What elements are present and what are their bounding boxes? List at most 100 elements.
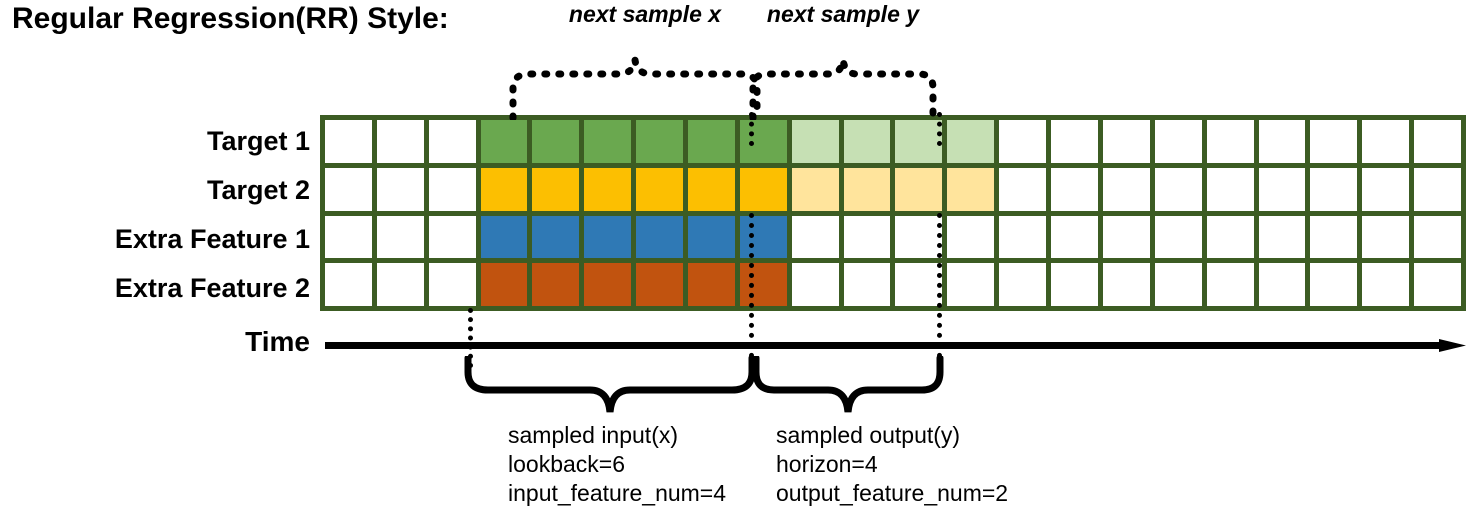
grid-cell [1310, 167, 1358, 211]
grid-cell [739, 215, 787, 259]
grid-cell [428, 120, 476, 163]
caption-sampled-input: sampled input(x) lookback=6 input_featur… [508, 421, 726, 508]
grid-cell [636, 167, 684, 211]
grid-cell [1414, 263, 1461, 306]
grid-cell [325, 120, 372, 163]
page-title: Regular Regression(RR) Style: [12, 2, 449, 35]
grid-cell [791, 120, 839, 163]
caption-output-line1: sampled output(y) [776, 422, 961, 448]
grid-cell [1102, 120, 1150, 163]
grid-cell [376, 167, 424, 211]
grid-cell [1206, 215, 1254, 259]
grid-cell [1206, 263, 1254, 306]
grid-cell [1154, 215, 1202, 259]
grid-cell [584, 263, 632, 306]
grid-cell [1051, 263, 1098, 306]
grid-cell [532, 215, 580, 259]
grid-cell [1258, 215, 1306, 259]
brace-next-sample-x [509, 59, 761, 120]
grid-cell [843, 167, 891, 211]
grid-cell [739, 167, 787, 211]
time-axis-arrow [325, 339, 1466, 352]
grid-cell [843, 215, 891, 259]
grid-cell [895, 263, 943, 306]
row-label-extra-feature-1: Extra Feature 1 [114, 224, 310, 254]
grid-cell [1362, 263, 1410, 306]
grid-cell [1206, 167, 1254, 211]
grid-cell [636, 215, 684, 259]
guide-output-end-mid [937, 213, 942, 368]
row-label-extra-feature-2: Extra Feature 2 [114, 273, 310, 303]
grid-cell [999, 263, 1047, 306]
grid-cell [739, 263, 787, 306]
guide-input-start [468, 308, 473, 368]
grid-cell [688, 215, 735, 259]
grid-cell [480, 215, 528, 259]
grid-cell [480, 167, 528, 211]
grid-cell [428, 215, 476, 259]
grid-cell [636, 120, 684, 163]
grid-cell [1102, 263, 1150, 306]
time-axis-label: Time [245, 326, 310, 357]
grid-cell [843, 120, 891, 163]
grid-cell [1310, 120, 1358, 163]
grid-cell [376, 215, 424, 259]
caption-input-line1: sampled input(x) [508, 422, 679, 448]
brace-next-sample-y [749, 59, 937, 120]
grid-cell [1154, 120, 1202, 163]
grid-cell [739, 120, 787, 163]
grid-cell [1102, 167, 1150, 211]
guide-input-end-mid [749, 213, 754, 368]
label-next-sample-y: next sample y [766, 1, 920, 27]
grid-cell [428, 167, 476, 211]
grid-cell [1051, 215, 1098, 259]
grid-cell [947, 167, 995, 211]
guide-input-end-top [749, 112, 754, 146]
grid-cell [1258, 263, 1306, 306]
grid-cell [325, 215, 372, 259]
row-label-column: Target 1 Target 2 Extra Feature 1 Extra … [0, 115, 310, 311]
grid-cell [1362, 120, 1410, 163]
grid-cell [1102, 215, 1150, 259]
grid-cell [1310, 263, 1358, 306]
grid-cell [947, 215, 995, 259]
grid-cell [584, 167, 632, 211]
grid-cell [947, 120, 995, 163]
grid-cell [895, 215, 943, 259]
grid-cell [376, 120, 424, 163]
grid-cell [1414, 167, 1461, 211]
grid-cell [1362, 167, 1410, 211]
grid-cell [791, 263, 839, 306]
caption-input-line3: input_feature_num=4 [508, 480, 727, 506]
label-next-sample-x: next sample x [568, 1, 722, 27]
grid-cell [532, 167, 580, 211]
guide-output-end-top [937, 112, 942, 146]
row-label-target-1: Target 1 [206, 126, 310, 156]
grid-cell [325, 167, 372, 211]
grid-cell [325, 263, 372, 306]
grid-cell [1051, 167, 1098, 211]
grid-cell [584, 215, 632, 259]
grid-cell [688, 263, 735, 306]
grid-cell [480, 120, 528, 163]
grid-cell [1154, 167, 1202, 211]
brace-sampled-input [464, 356, 756, 413]
caption-output-line3: output_feature_num=2 [776, 480, 1009, 506]
grid-cell [1258, 167, 1306, 211]
grid-cell [584, 120, 632, 163]
grid-cell [1154, 263, 1202, 306]
grid-cell [1414, 120, 1461, 163]
caption-input-line2: lookback=6 [508, 451, 625, 477]
grid-cell [532, 120, 580, 163]
brace-sampled-output [752, 356, 944, 413]
grid-cell [999, 120, 1047, 163]
row-label-target-2: Target 2 [206, 175, 310, 205]
grid-cell [688, 120, 735, 163]
grid-cell [895, 120, 943, 163]
timeseries-grid [320, 115, 1466, 311]
grid-cell [999, 167, 1047, 211]
grid-cell [532, 263, 580, 306]
grid-cell [791, 215, 839, 259]
grid-cell [1051, 120, 1098, 163]
